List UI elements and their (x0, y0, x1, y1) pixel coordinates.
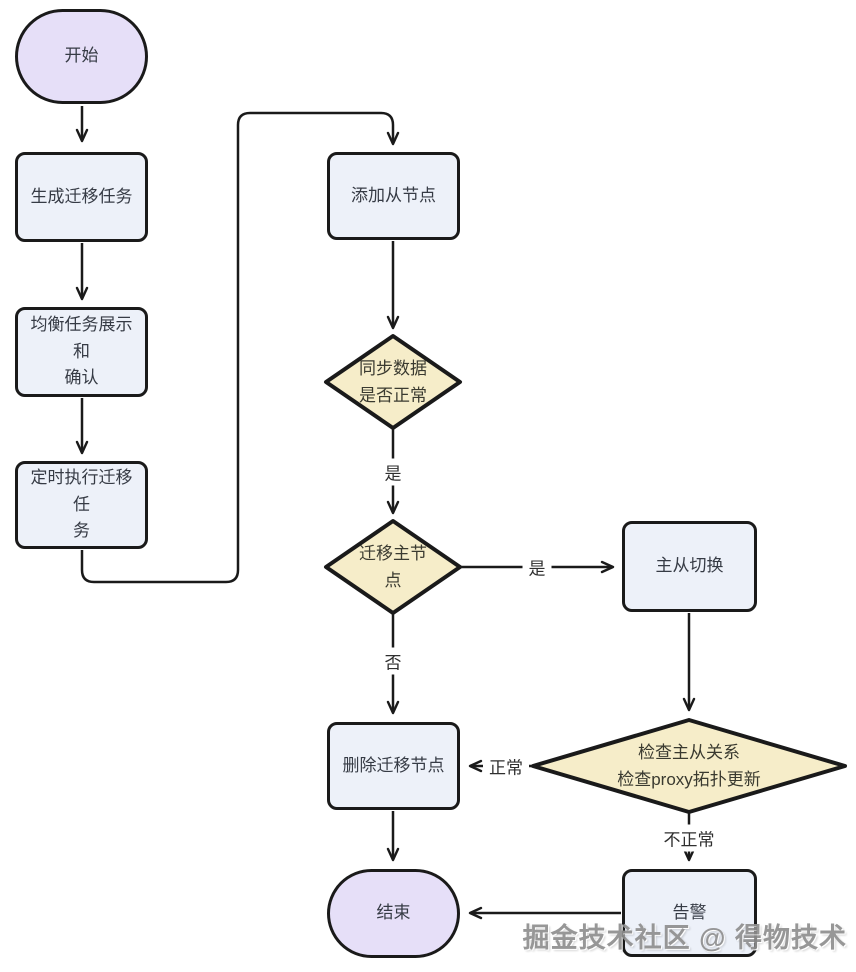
edge-label-yes-migrate: 是 (522, 553, 552, 581)
node-alert-label: 告警 (672, 902, 707, 922)
node-balance-task-confirm-label: 均衡任务展示和 确认 (30, 315, 133, 388)
decision-topology-check-shape (531, 718, 847, 814)
decision-migrate-master-label: 迁移主节 点 (359, 543, 427, 590)
watermark-text: 掘金技术社区 @ 得物技术 (522, 923, 847, 953)
node-alert: 告警 (622, 869, 757, 957)
node-scheduled-migration: 定时执行迁移任 务 (15, 461, 148, 549)
node-add-slave: 添加从节点 (327, 152, 460, 240)
node-delete-migration-node-label: 删除迁移节点 (342, 755, 445, 775)
node-start: 开始 (15, 9, 148, 104)
edge-scheduled-to-add-slave (80, 111, 400, 584)
node-master-slave-switch-label: 主从切换 (655, 556, 724, 576)
node-scheduled-migration-label: 定时执行迁移任 务 (30, 468, 133, 541)
edge-label-no-migrate: 否 (378, 647, 408, 675)
decision-sync-check-label: 同步数据 是否正常 (359, 358, 427, 405)
edge-label-yes-sync: 是 (378, 458, 408, 486)
edge-label-normal: 正常 (483, 752, 529, 780)
edge-label-abnormal: 不正常 (657, 824, 721, 852)
node-generate-migration-task: 生成迁移任务 (15, 152, 148, 242)
node-add-slave-label: 添加从节点 (351, 185, 436, 205)
decision-migrate-master-shape (324, 519, 462, 615)
node-end-label: 结束 (376, 903, 411, 923)
node-generate-migration-task-label: 生成迁移任务 (30, 186, 133, 206)
node-start-label: 开始 (64, 46, 99, 66)
node-end: 结束 (327, 869, 460, 958)
decision-topology-check-label: 检查主从关系 检查proxy拓扑更新 (617, 742, 761, 789)
node-master-slave-switch: 主从切换 (622, 521, 757, 612)
decision-sync-check-shape (324, 334, 462, 430)
node-delete-migration-node: 删除迁移节点 (327, 722, 460, 810)
node-balance-task-confirm: 均衡任务展示和 确认 (15, 307, 148, 397)
